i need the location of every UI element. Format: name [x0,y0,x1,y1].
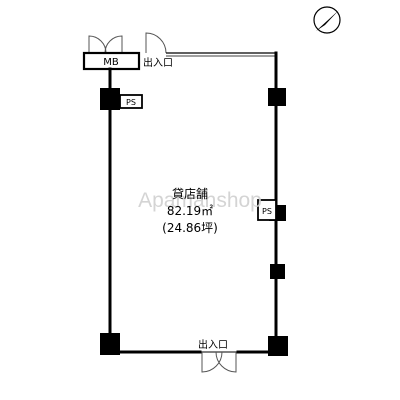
bottom-entrance-label: 出入口 [198,338,228,351]
watermark: Apamanshop [138,189,262,212]
ps-label-right: PS [262,207,272,216]
area-tsubo: (24.86坪) [162,221,218,235]
area-sqm: 82.19㎡ [167,204,213,218]
column-bottom-right [268,336,288,356]
bottom-door-icon [200,351,238,373]
column-top-right [268,88,286,106]
top-wall [166,52,276,57]
column-lower-right [270,264,285,279]
room-label: 貸店舗 [172,186,208,201]
column-bottom-left [100,333,120,355]
ps-label-left: PS [126,98,136,107]
top-right-door-icon [145,32,167,54]
north-arrow-icon [313,6,341,34]
top-left-door-icon [88,35,123,54]
top-entrance-label: 出入口 [143,56,173,69]
column-top-left [100,88,120,110]
ps-box-left [119,94,143,109]
mb-label: MB [103,57,119,68]
ps-box-right [257,199,277,221]
columns [100,88,288,356]
